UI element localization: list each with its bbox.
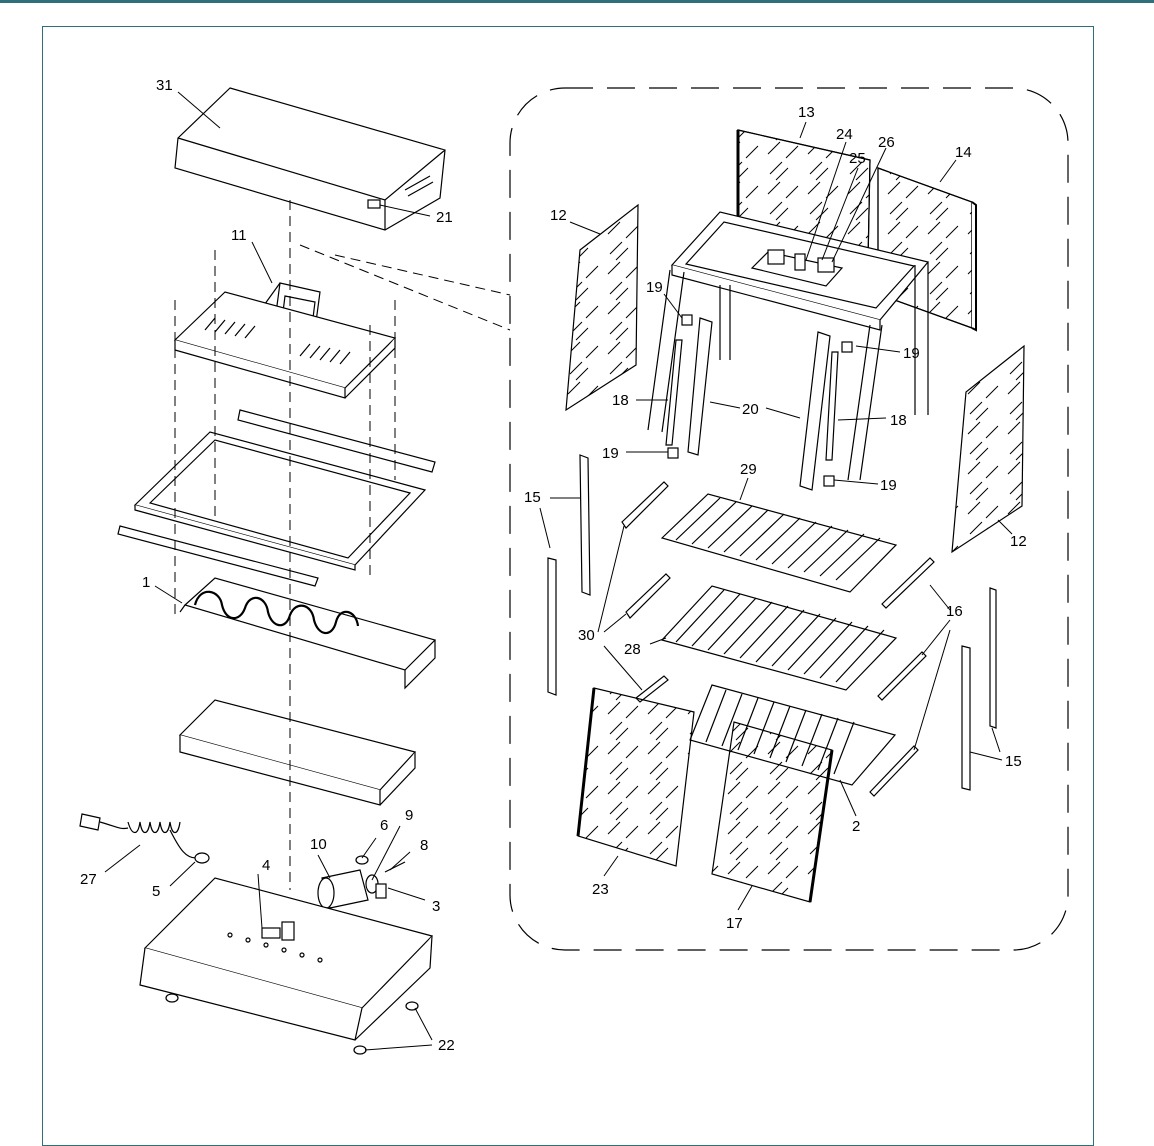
element-bracket (178, 699, 417, 806)
assembly-guide-lines (174, 200, 511, 890)
callout-10: 10 (310, 836, 327, 853)
callout-20: 20 (742, 401, 759, 418)
callout-19-d: 19 (880, 477, 897, 494)
callout-23: 23 (592, 881, 609, 898)
callout-27: 27 (80, 871, 97, 888)
middle-frame (117, 409, 436, 587)
leader-lines-right (539, 121, 1013, 911)
callout-16: 16 (946, 603, 963, 620)
control-plate-part-10 (317, 869, 369, 909)
wire-grid-part-29 (660, 493, 898, 593)
callout-2: 2 (852, 818, 860, 835)
callout-15-left: 15 (524, 489, 541, 506)
lamp-tube-part-18-right (825, 351, 839, 461)
side-glass-panel-part-12-left (565, 203, 639, 412)
side-strips-part-15-left (547, 454, 591, 696)
terminal-block-part-4 (261, 921, 295, 941)
callout-14: 14 (955, 144, 972, 161)
callout-19-c: 19 (602, 445, 619, 462)
inset-dashed-frame (509, 87, 1069, 951)
callout-19-b: 19 (903, 345, 920, 362)
callout-24: 24 (836, 126, 853, 143)
side-strips-part-15-right (961, 587, 997, 791)
callout-18-left: 18 (612, 392, 629, 409)
lamp-tube-part-18-left (665, 339, 683, 446)
leader-lines-left (104, 91, 433, 1051)
callout-22: 22 (438, 1037, 455, 1054)
top-cover-part-31 (174, 87, 446, 231)
grid-supports-part-30 (621, 481, 671, 703)
wire-grid-part-28 (660, 585, 898, 691)
power-cord-part-27 (79, 813, 197, 859)
callout-9: 9 (405, 807, 413, 824)
callout-11: 11 (231, 227, 247, 244)
callout-26: 26 (878, 134, 895, 151)
callout-5: 5 (152, 883, 160, 900)
callout-6: 6 (380, 817, 388, 834)
thermostat-knob-part-6 (355, 855, 369, 865)
page-top-rule (0, 0, 1154, 3)
callout-4: 4 (262, 857, 270, 874)
callout-13: 13 (798, 104, 815, 121)
side-glass-panel-part-12-right (951, 344, 1025, 554)
callout-8: 8 (420, 837, 428, 854)
callout-17: 17 (726, 915, 743, 932)
callout-18-right: 18 (890, 412, 907, 429)
front-glass-panel-part-23 (576, 687, 695, 867)
switch-part-3 (375, 883, 387, 899)
upper-plate (173, 291, 397, 399)
callout-15-right: 15 (1005, 753, 1022, 770)
callout-21: 21 (436, 209, 453, 226)
callout-29: 29 (740, 461, 757, 478)
rocker-switch-part-21 (367, 199, 381, 209)
callout-12-right: 12 (1010, 533, 1027, 550)
callout-28: 28 (624, 641, 641, 658)
callout-25: 25 (849, 150, 866, 167)
front-glass-panel-part-17 (711, 721, 834, 903)
callout-1: 1 (142, 574, 150, 591)
callout-19-a: 19 (646, 279, 663, 296)
side-glass-panel-part-14 (877, 167, 977, 332)
lamp-cover-part-20-right (799, 331, 831, 491)
callout-31: 31 (156, 77, 173, 94)
bolt-part-8 (384, 861, 406, 873)
base-tray (139, 877, 434, 1041)
grid-supports-part-16 (869, 557, 935, 797)
cord-grommet-part-5 (194, 852, 210, 864)
callout-30: 30 (578, 627, 595, 644)
lamp-cover-part-20-left (687, 317, 713, 456)
heating-element-part-1 (179, 577, 437, 690)
callout-12-left: 12 (550, 207, 567, 224)
callout-3: 3 (432, 898, 440, 915)
control-parts-24-25-26 (750, 249, 844, 287)
lamp-holders-part-19 (667, 314, 853, 487)
